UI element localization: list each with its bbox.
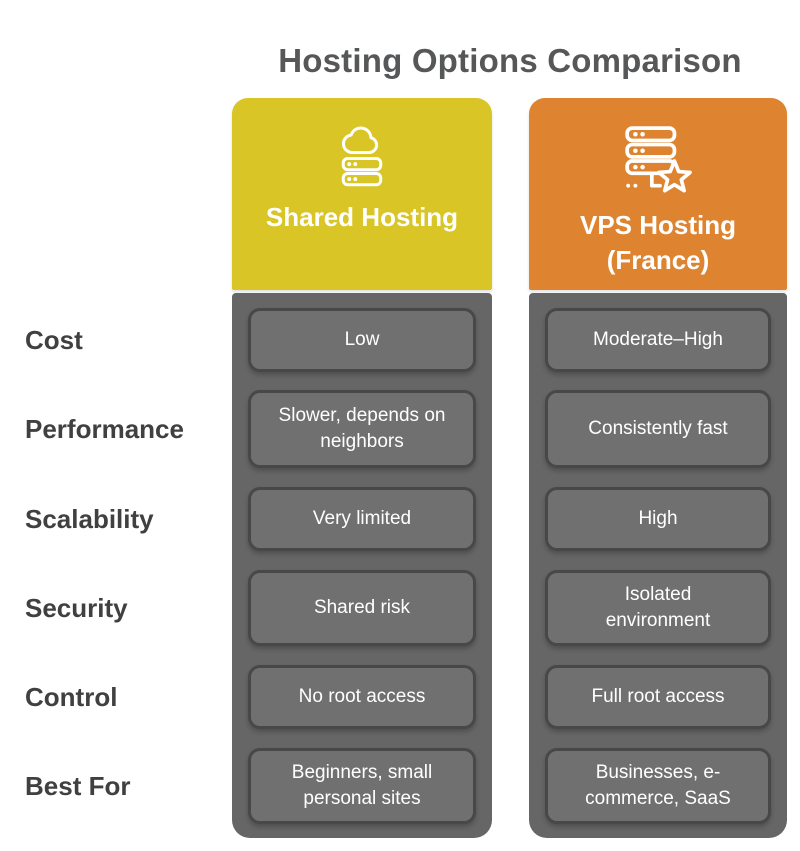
row-label-best-for: Best For (25, 771, 131, 801)
cell-vps-control: Full root access (545, 665, 771, 729)
page-title: Hosting Options Comparison (278, 42, 742, 79)
cell-vps-scalability: High (545, 487, 771, 551)
cell-shared-performance: Slower, depends on neighbors (248, 390, 476, 468)
cell-shared-control: No root access (248, 665, 476, 729)
cell-shared-security: Shared risk (248, 570, 476, 646)
shared-hosting-title: Shared Hosting (265, 202, 459, 232)
cell-vps-best-for: Businesses, e-commerce, SaaS (545, 748, 771, 824)
vps-hosting-column: Moderate–High Consistently fast High Iso… (529, 293, 787, 838)
row-label-performance: Performance (25, 414, 184, 444)
cell-vps-cost: Moderate–High (545, 308, 771, 372)
vps-hosting-header: VPS Hosting (France) (529, 98, 787, 290)
row-label-scalability: Scalability (25, 504, 154, 534)
row-label-cost: Cost (25, 325, 83, 355)
cell-shared-cost: Low (248, 308, 476, 372)
cell-vps-security: Isolated environment (545, 570, 771, 646)
shared-hosting-column: Low Slower, depends on neighbors Very li… (232, 293, 492, 838)
cell-vps-performance: Consistently fast (545, 390, 771, 468)
row-label-security: Security (25, 593, 128, 623)
server-star-icon (621, 124, 695, 198)
row-label-control: Control (25, 682, 118, 712)
cloud-server-icon (338, 124, 386, 190)
cell-shared-scalability: Very limited (248, 487, 476, 551)
shared-hosting-header: Shared Hosting (232, 98, 492, 290)
cell-shared-best-for: Beginners, small personal sites (248, 748, 476, 824)
vps-hosting-title: VPS Hosting (France) (579, 210, 736, 275)
